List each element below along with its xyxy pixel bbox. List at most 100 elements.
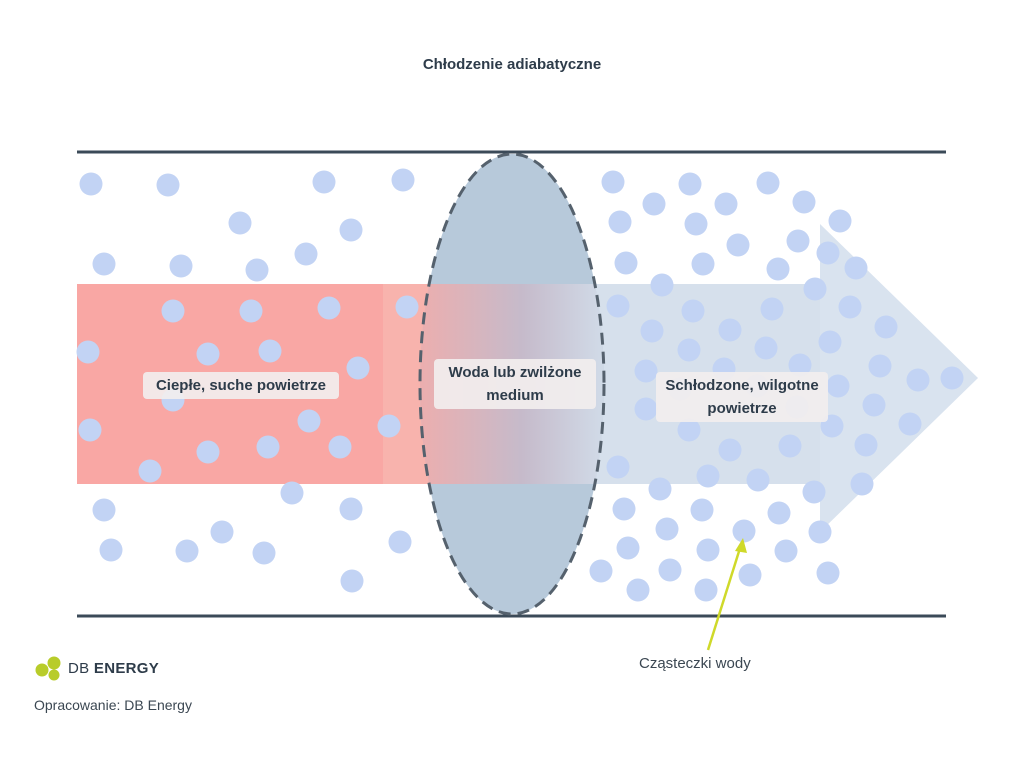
water-particle xyxy=(640,319,664,343)
water-particle xyxy=(756,171,780,195)
logo-text-db: DB xyxy=(68,659,90,677)
water-particles-callout: Cząsteczki wody xyxy=(639,655,751,672)
water-particle xyxy=(696,538,720,562)
water-particle xyxy=(678,172,702,196)
water-particle xyxy=(614,251,638,275)
water-particle xyxy=(317,296,341,320)
warm-air-label: Ciepłe, suche powietrze xyxy=(143,372,339,399)
water-particle xyxy=(802,480,826,504)
water-particle xyxy=(245,258,269,282)
water-particle xyxy=(732,519,756,543)
water-particle xyxy=(828,209,852,233)
water-particle xyxy=(696,464,720,488)
water-particle xyxy=(196,342,220,366)
water-particle xyxy=(169,254,193,278)
water-particle xyxy=(626,578,650,602)
water-particle xyxy=(760,297,784,321)
water-particle xyxy=(339,218,363,242)
water-particle xyxy=(612,497,636,521)
water-particle xyxy=(906,368,930,392)
water-particle xyxy=(738,563,762,587)
water-particle xyxy=(862,393,886,417)
water-particle xyxy=(658,558,682,582)
water-particle xyxy=(601,170,625,194)
water-particle xyxy=(690,498,714,522)
logo-text-energy: ENERGY xyxy=(93,659,160,677)
water-particle xyxy=(726,233,750,257)
water-particle xyxy=(391,168,415,192)
water-particle xyxy=(78,418,102,442)
water-particle xyxy=(650,273,674,297)
water-particle xyxy=(252,541,276,565)
water-particle xyxy=(634,359,658,383)
water-particle xyxy=(898,412,922,436)
water-particle xyxy=(808,520,832,544)
cool-air-label: Schłodzone, wilgotne powietrze xyxy=(656,372,828,422)
water-particle xyxy=(681,299,705,323)
water-particle xyxy=(228,211,252,235)
diagram-title: Chłodzenie adiabatyczne xyxy=(422,56,602,73)
water-particle xyxy=(677,338,701,362)
water-particle xyxy=(778,434,802,458)
water-particle xyxy=(816,561,840,585)
callout-arrowhead xyxy=(735,538,747,553)
water-particle xyxy=(138,459,162,483)
water-particle xyxy=(818,330,842,354)
water-particle xyxy=(76,340,100,364)
water-particle xyxy=(606,294,630,318)
water-particle xyxy=(655,517,679,541)
water-particle xyxy=(161,299,185,323)
water-particle xyxy=(718,318,742,342)
water-particle xyxy=(826,374,850,398)
water-particle xyxy=(648,477,672,501)
water-particle xyxy=(714,192,738,216)
water-particle xyxy=(642,192,666,216)
logo-text: DB ENERGY xyxy=(68,660,159,677)
water-particle xyxy=(92,498,116,522)
water-particle xyxy=(196,440,220,464)
medium-label: Woda lub zwilżone medium xyxy=(434,359,596,409)
water-particle xyxy=(280,481,304,505)
water-particle xyxy=(694,578,718,602)
water-particle xyxy=(718,438,742,462)
water-particle xyxy=(786,229,810,253)
water-particle xyxy=(258,339,282,363)
water-particle xyxy=(792,190,816,214)
water-particle xyxy=(175,539,199,563)
water-particle xyxy=(874,315,898,339)
water-particle xyxy=(774,539,798,563)
water-particle xyxy=(328,435,352,459)
water-particle xyxy=(838,295,862,319)
water-particle xyxy=(803,277,827,301)
db-energy-logo: DB ENERGY xyxy=(34,655,159,681)
water-particle xyxy=(339,497,363,521)
water-particle xyxy=(684,212,708,236)
water-particle xyxy=(156,173,180,197)
water-particle xyxy=(92,252,116,276)
water-particle xyxy=(79,172,103,196)
water-particle xyxy=(608,210,632,234)
water-particle xyxy=(766,257,790,281)
water-particle xyxy=(746,468,770,492)
water-particle xyxy=(844,256,868,280)
water-particle xyxy=(788,353,812,377)
water-particle xyxy=(767,501,791,525)
medium-ellipse-outline xyxy=(418,152,606,616)
water-particle xyxy=(346,356,370,380)
water-particle xyxy=(754,336,778,360)
water-particle xyxy=(589,559,613,583)
water-particle xyxy=(388,530,412,554)
water-particle xyxy=(940,366,964,390)
water-particle xyxy=(868,354,892,378)
water-particle xyxy=(239,299,263,323)
water-particle xyxy=(340,569,364,593)
water-particle xyxy=(297,409,321,433)
callout-line xyxy=(706,544,743,651)
logo-mark-icon xyxy=(35,656,61,681)
water-particle xyxy=(312,170,336,194)
water-particle xyxy=(816,241,840,265)
water-particle xyxy=(606,455,630,479)
water-particle xyxy=(210,520,234,544)
water-particle xyxy=(99,538,123,562)
source-note: Opracowanie: DB Energy xyxy=(34,697,192,713)
